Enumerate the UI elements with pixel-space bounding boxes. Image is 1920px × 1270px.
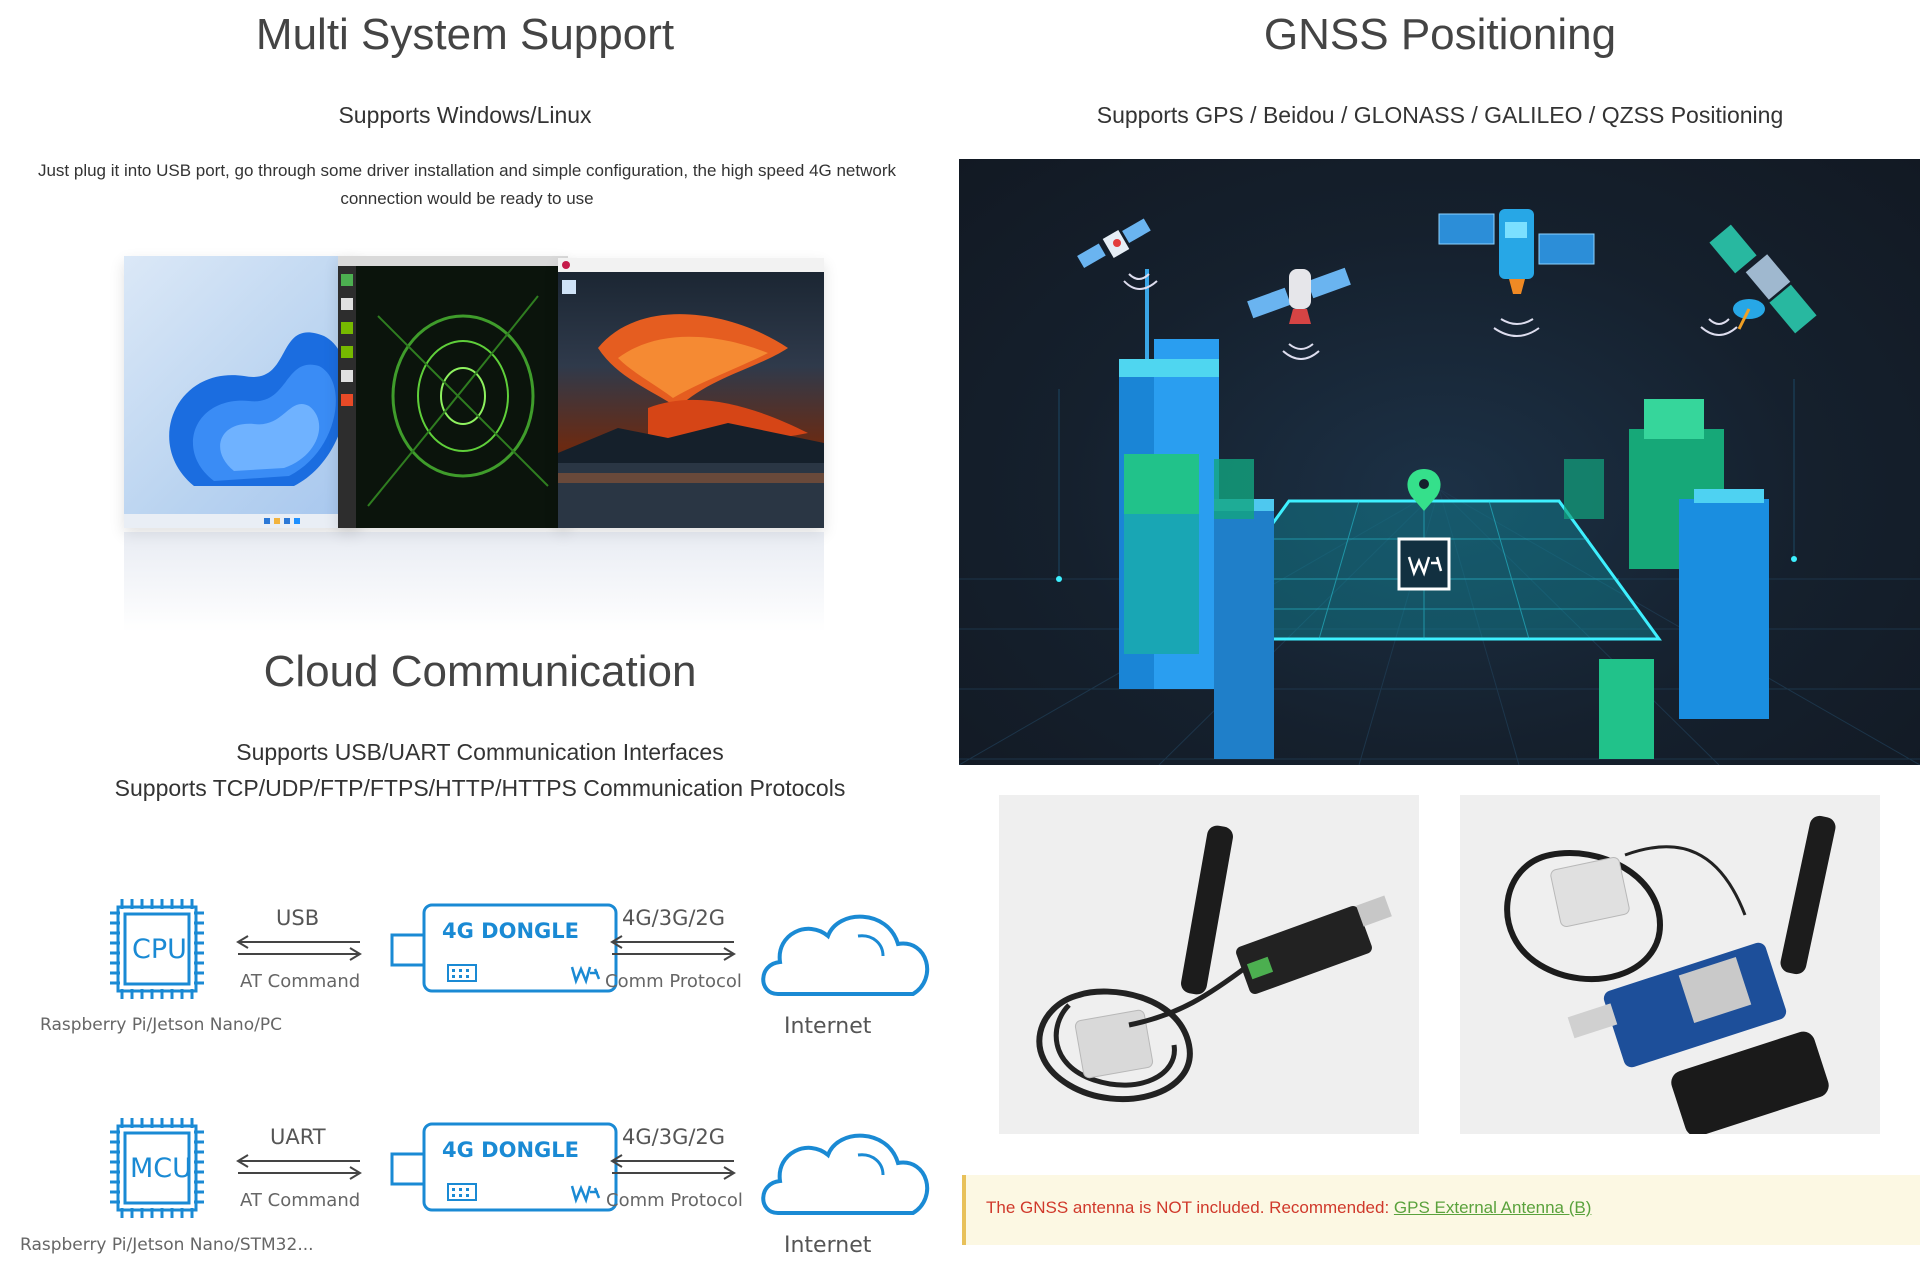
at-command-label: AT Command (240, 971, 361, 992)
network-generations-label: 4G/3G/2G (622, 906, 726, 930)
comm-protocol-label: Comm Protocol (606, 1190, 743, 1211)
os-screenshots-reflection (124, 532, 824, 632)
uart-interface-label: UART (270, 1125, 326, 1149)
dongle-label: 4G DONGLE (442, 1138, 579, 1162)
gnss-title: GNSS Positioning (1263, 10, 1617, 59)
windows-desktop-image (124, 256, 359, 528)
comm-protocol-label: Comm Protocol (605, 971, 742, 992)
dongle-product-photo (999, 795, 1419, 1134)
mcu-chip-label: MCU (130, 1153, 192, 1184)
gnss-subtitle: Supports GPS / Beidou / GLONASS / GALILE… (1096, 102, 1784, 128)
cloud-protocols-text: Supports TCP/UDP/FTP/FTPS/HTTP/HTTPS Com… (114, 775, 846, 801)
notice-message: The GNSS antenna is NOT included. Recomm… (986, 1198, 1591, 1218)
jetson-desktop-image (338, 256, 568, 528)
antenna-notice: The GNSS antenna is NOT included. Recomm… (962, 1175, 1920, 1245)
dongle-with-case-photo (1460, 795, 1880, 1134)
cloud-interfaces-text: Supports USB/UART Communication Interfac… (236, 739, 724, 765)
multi-system-description: Just plug it into USB port, go through s… (37, 161, 897, 208)
host-devices-label: Raspberry Pi/Jetson Nano/STM32... (20, 1235, 314, 1255)
internet-label: Internet (784, 1233, 872, 1258)
host-devices-label: Raspberry Pi/Jetson Nano/PC (40, 1015, 282, 1035)
internet-label: Internet (784, 1014, 872, 1039)
at-command-label: AT Command (240, 1190, 361, 1211)
communication-flow-diagram (108, 897, 930, 1220)
network-generations-label: 4G/3G/2G (622, 1125, 726, 1149)
multi-system-title: Multi System Support (255, 10, 675, 59)
multi-system-subtitle: Supports Windows/Linux (338, 102, 592, 128)
notice-text: The GNSS antenna is NOT included. Recomm… (986, 1198, 1394, 1217)
cloud-communication-title: Cloud Communication (263, 647, 697, 696)
raspberry-pi-desktop-image (558, 258, 824, 528)
cpu-chip-label: CPU (132, 934, 187, 965)
usb-interface-label: USB (276, 906, 320, 930)
gnss-positioning-image (959, 159, 1920, 765)
gps-antenna-link[interactable]: GPS External Antenna (B) (1393, 1198, 1592, 1217)
os-screenshots (124, 252, 824, 632)
dongle-label: 4G DONGLE (442, 919, 579, 943)
